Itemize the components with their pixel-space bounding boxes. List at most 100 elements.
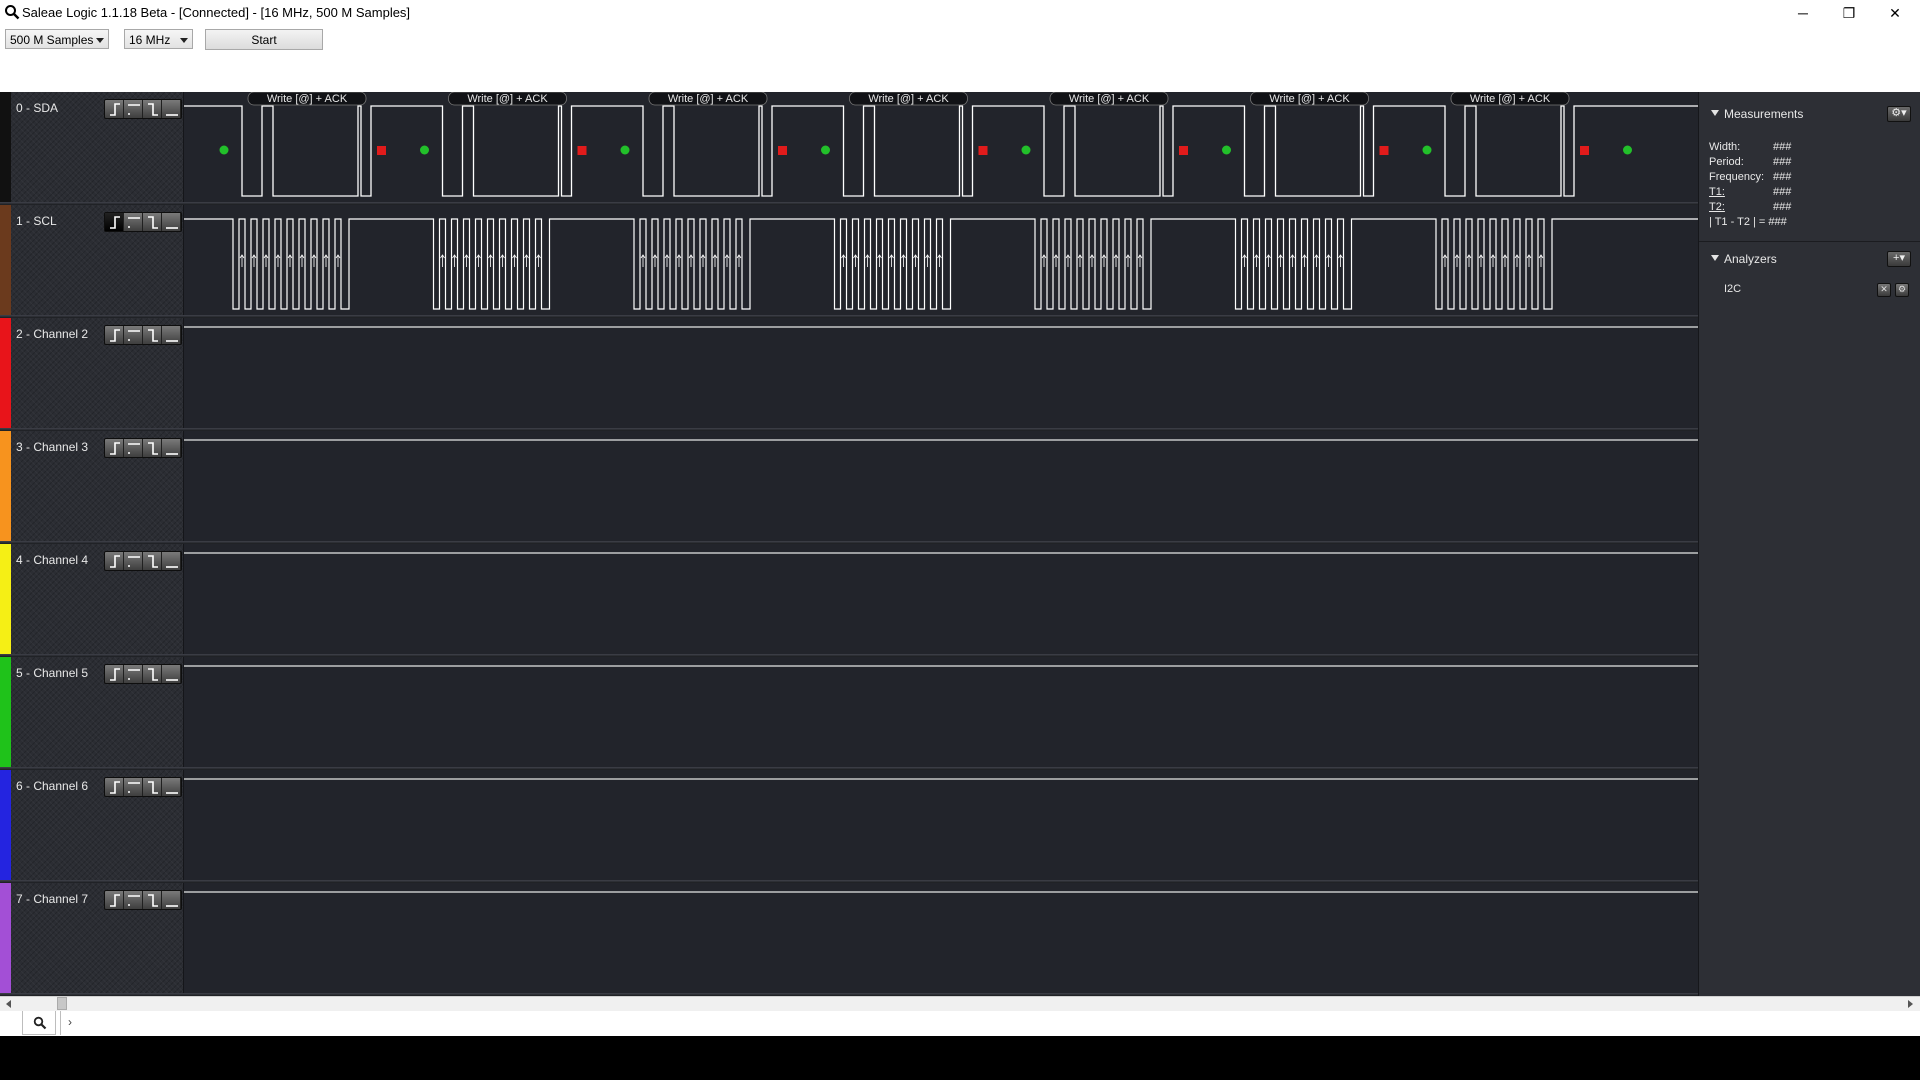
- sample-arrow-icon: [464, 254, 469, 259]
- high-level-trigger-icon[interactable]: [124, 665, 143, 683]
- falling-edge-trigger-icon[interactable]: [143, 326, 162, 344]
- rising-edge-trigger-icon[interactable]: [105, 326, 124, 344]
- search-icon: [33, 1016, 47, 1030]
- rising-edge-trigger-icon[interactable]: [105, 552, 124, 570]
- high-level-trigger-icon[interactable]: [124, 778, 143, 796]
- add-analyzer-icon[interactable]: +▾: [1887, 251, 1911, 267]
- sample-arrow-icon: [664, 254, 670, 259]
- trigger-buttons: [104, 99, 182, 119]
- falling-edge-trigger-icon[interactable]: [143, 439, 162, 457]
- rising-edge-trigger-icon[interactable]: [105, 665, 124, 683]
- channel-waveform-area[interactable]: [184, 205, 1698, 318]
- low-level-trigger-icon[interactable]: [162, 891, 181, 909]
- high-level-trigger-icon[interactable]: [124, 213, 143, 231]
- low-level-trigger-icon[interactable]: [162, 326, 181, 344]
- analyzer-settings-gear-icon[interactable]: ⚙: [1895, 283, 1909, 297]
- falling-edge-trigger-icon[interactable]: [143, 552, 162, 570]
- channel-waveform-area[interactable]: [184, 883, 1698, 996]
- channel-divider: [0, 315, 1698, 318]
- chevron-down-icon: [180, 38, 188, 43]
- low-level-trigger-icon[interactable]: [162, 552, 181, 570]
- channel-header[interactable]: 3 - Channel 3: [0, 431, 184, 544]
- analyzer-item[interactable]: I2C ✕ ⚙: [1699, 279, 1920, 301]
- collapse-triangle-icon[interactable]: [1711, 110, 1719, 116]
- sample-arrow-icon: [1077, 254, 1083, 259]
- t1-label[interactable]: T1:: [1709, 186, 1725, 198]
- channel-header[interactable]: 1 - SCL: [0, 205, 184, 318]
- sample-arrow-icon: [724, 254, 730, 259]
- high-level-trigger-icon[interactable]: [124, 100, 143, 118]
- scroll-left-arrow-icon[interactable]: [6, 1000, 11, 1008]
- sample-arrow-icon: [1041, 254, 1047, 259]
- remove-analyzer-icon[interactable]: ✕: [1877, 283, 1891, 297]
- scroll-right-arrow-icon[interactable]: [1908, 1000, 1913, 1008]
- low-level-trigger-icon[interactable]: [162, 439, 181, 457]
- falling-edge-trigger-icon[interactable]: [143, 665, 162, 683]
- falling-edge-trigger-icon[interactable]: [143, 778, 162, 796]
- i2c-decode-frame[interactable]: Write [@] + ACK: [849, 92, 968, 106]
- expand-tab[interactable]: ›: [60, 1011, 79, 1035]
- sample-arrow-icon: [1089, 254, 1095, 259]
- restore-button[interactable]: ❐: [1842, 5, 1856, 21]
- low-level-trigger-icon[interactable]: [162, 665, 181, 683]
- channel-waveform-area[interactable]: [184, 657, 1698, 770]
- rising-edge-trigger-icon[interactable]: [105, 213, 124, 231]
- samples-dropdown[interactable]: 500 M Samples: [5, 29, 109, 49]
- channel-divider: [0, 767, 1698, 770]
- channel-color-swatch: [0, 92, 11, 205]
- channel-header[interactable]: 7 - Channel 7: [0, 883, 184, 996]
- start-condition-marker: [620, 145, 630, 155]
- analyzers-header[interactable]: Analyzers +▾: [1699, 248, 1920, 270]
- channel-header[interactable]: 5 - Channel 5: [0, 657, 184, 770]
- low-level-trigger-icon[interactable]: [162, 778, 181, 796]
- falling-edge-trigger-icon[interactable]: [143, 100, 162, 118]
- channel-waveform-area[interactable]: [184, 431, 1698, 544]
- i2c-decode-frame[interactable]: Write [@] + ACK: [448, 92, 567, 106]
- i2c-decode-frame[interactable]: Write [@] + ACK: [1450, 92, 1570, 106]
- channel-header[interactable]: 6 - Channel 6: [0, 770, 184, 883]
- close-button[interactable]: ✕: [1889, 5, 1901, 21]
- trigger-buttons: [104, 664, 182, 684]
- high-level-trigger-icon[interactable]: [124, 439, 143, 457]
- channel-lane: 3 - Channel 3: [0, 431, 1698, 544]
- rising-edge-trigger-icon[interactable]: [105, 778, 124, 796]
- channel-waveform-area[interactable]: [184, 318, 1698, 431]
- falling-edge-trigger-icon[interactable]: [143, 891, 162, 909]
- channel-waveform-area[interactable]: [184, 544, 1698, 657]
- measurements-header[interactable]: Measurements ⚙▾: [1699, 103, 1920, 125]
- high-level-trigger-icon[interactable]: [124, 326, 143, 344]
- i2c-decode-frame[interactable]: Write [@] + ACK: [1250, 92, 1369, 106]
- sample-arrow-icon: [239, 254, 245, 259]
- t2-label[interactable]: T2:: [1709, 201, 1725, 213]
- rising-edge-trigger-icon[interactable]: [105, 891, 124, 909]
- rising-edge-trigger-icon[interactable]: [105, 100, 124, 118]
- low-level-trigger-icon[interactable]: [162, 213, 181, 231]
- channel-header[interactable]: 4 - Channel 4: [0, 544, 184, 657]
- rising-edge-trigger-icon[interactable]: [105, 439, 124, 457]
- channel-waveform-area[interactable]: Write [@] + ACK Write [@] + ACK Write [@] …: [184, 92, 1698, 205]
- chevron-down-icon: [96, 38, 104, 43]
- low-level-trigger-icon[interactable]: [162, 100, 181, 118]
- i2c-decode-frame[interactable]: Write [@] + ACK: [648, 92, 768, 106]
- high-level-trigger-icon[interactable]: [124, 552, 143, 570]
- channel-header[interactable]: 0 - SDA: [0, 92, 184, 205]
- collapse-triangle-icon[interactable]: [1711, 255, 1719, 261]
- sample-rate-dropdown[interactable]: 16 MHz: [124, 29, 193, 49]
- channel-waveform-area[interactable]: [184, 770, 1698, 883]
- falling-edge-trigger-icon[interactable]: [143, 213, 162, 231]
- i2c-decode-frame[interactable]: Write [@] + ACK: [1049, 92, 1169, 106]
- stop-condition-marker: [978, 146, 988, 155]
- start-button[interactable]: Start: [205, 29, 323, 50]
- minimize-button[interactable]: ─: [1798, 5, 1808, 21]
- sample-arrow-icon: [1101, 254, 1107, 259]
- sample-arrow-icon: [536, 254, 541, 259]
- scrollbar-thumb[interactable]: [57, 997, 67, 1010]
- channel-header[interactable]: 2 - Channel 2: [0, 318, 184, 431]
- search-tab[interactable]: [22, 1011, 56, 1035]
- measurements-settings-gear-icon[interactable]: ⚙▾: [1887, 106, 1911, 122]
- i2c-decode-frame[interactable]: Write [@] + ACK: [247, 92, 367, 106]
- decode-frame-label: Write [@] + ACK: [668, 93, 749, 105]
- high-level-trigger-icon[interactable]: [124, 891, 143, 909]
- channel-lane: 4 - Channel 4: [0, 544, 1698, 657]
- horizontal-scrollbar[interactable]: [0, 996, 1920, 1011]
